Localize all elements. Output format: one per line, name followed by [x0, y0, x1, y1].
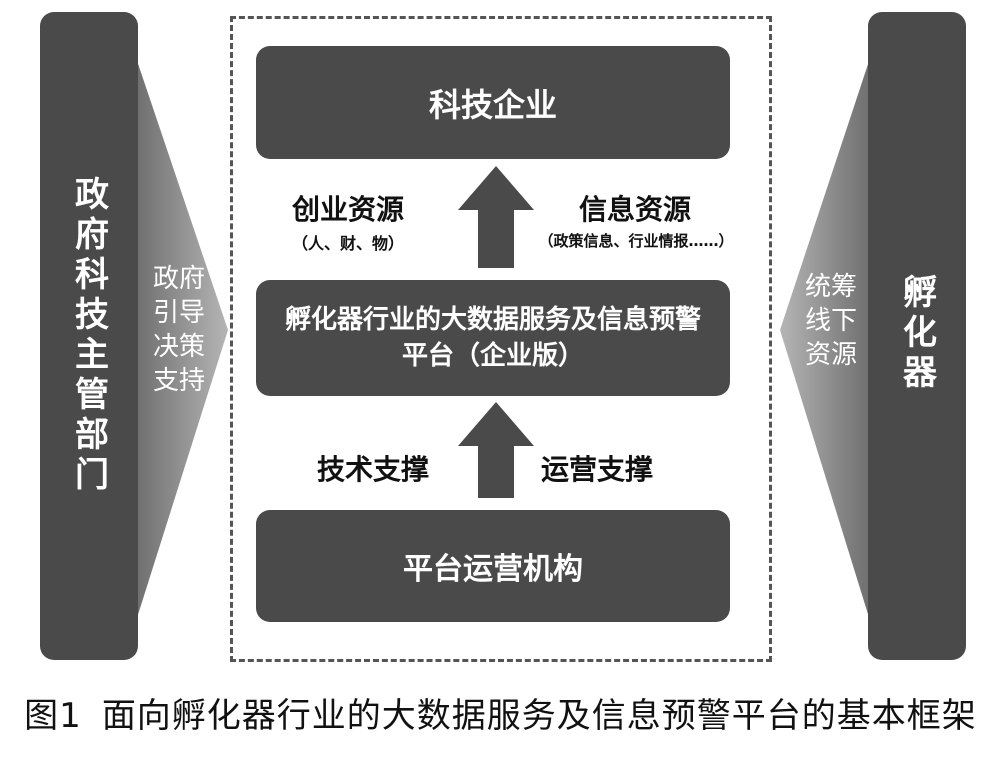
gov-guidance-text: 政府 引导 决策 支持 [152, 264, 205, 396]
ops-support-label: 运营支撑 [540, 453, 653, 486]
platform-operator-box: 平台运营机构 [256, 510, 730, 622]
platform-dashed-frame [230, 16, 772, 662]
tech-enterprise-box: 科技企业 [256, 46, 730, 159]
startup-resources-label: 创业资源 [291, 193, 404, 226]
gov-dept-title: 政府科技主管部门 [68, 176, 109, 496]
offline-resources-text: 统筹 线下 资源 [804, 272, 857, 370]
figure-caption: 图1 面向孵化器行业的大数据服务及信息预警平台的基本框架 [0, 688, 1001, 737]
incubator-title: 孵化器 [896, 274, 937, 394]
figure-number: 图1 [24, 696, 82, 736]
right-wedge-arrow [780, 40, 876, 640]
incubator-pillar: 孵化器 [868, 12, 966, 660]
startup-resources-detail: （人、财、物） [291, 234, 404, 253]
up-arrow-bottom [458, 402, 534, 498]
info-resources-label: 信息资源 [578, 193, 691, 226]
big-data-platform-box: 孵化器行业的大数据服务及信息预警平台（企业版） [256, 280, 730, 396]
left-wedge-arrow [130, 40, 228, 640]
info-resources-detail: （政策信息、行业情报……） [538, 232, 734, 250]
up-arrow-top [458, 166, 534, 268]
framework-diagram: 政府科技主管部门 政府 引导 决策 支持 孵化器 统筹 线下 资源 科技企业 孵… [40, 12, 966, 662]
figure-title: 面向孵化器行业的大数据服务及信息预警平台的基本框架 [101, 696, 977, 736]
gov-dept-pillar: 政府科技主管部门 [40, 12, 138, 660]
tech-support-label: 技术支撑 [316, 453, 429, 486]
diagram-arrows [130, 40, 876, 640]
